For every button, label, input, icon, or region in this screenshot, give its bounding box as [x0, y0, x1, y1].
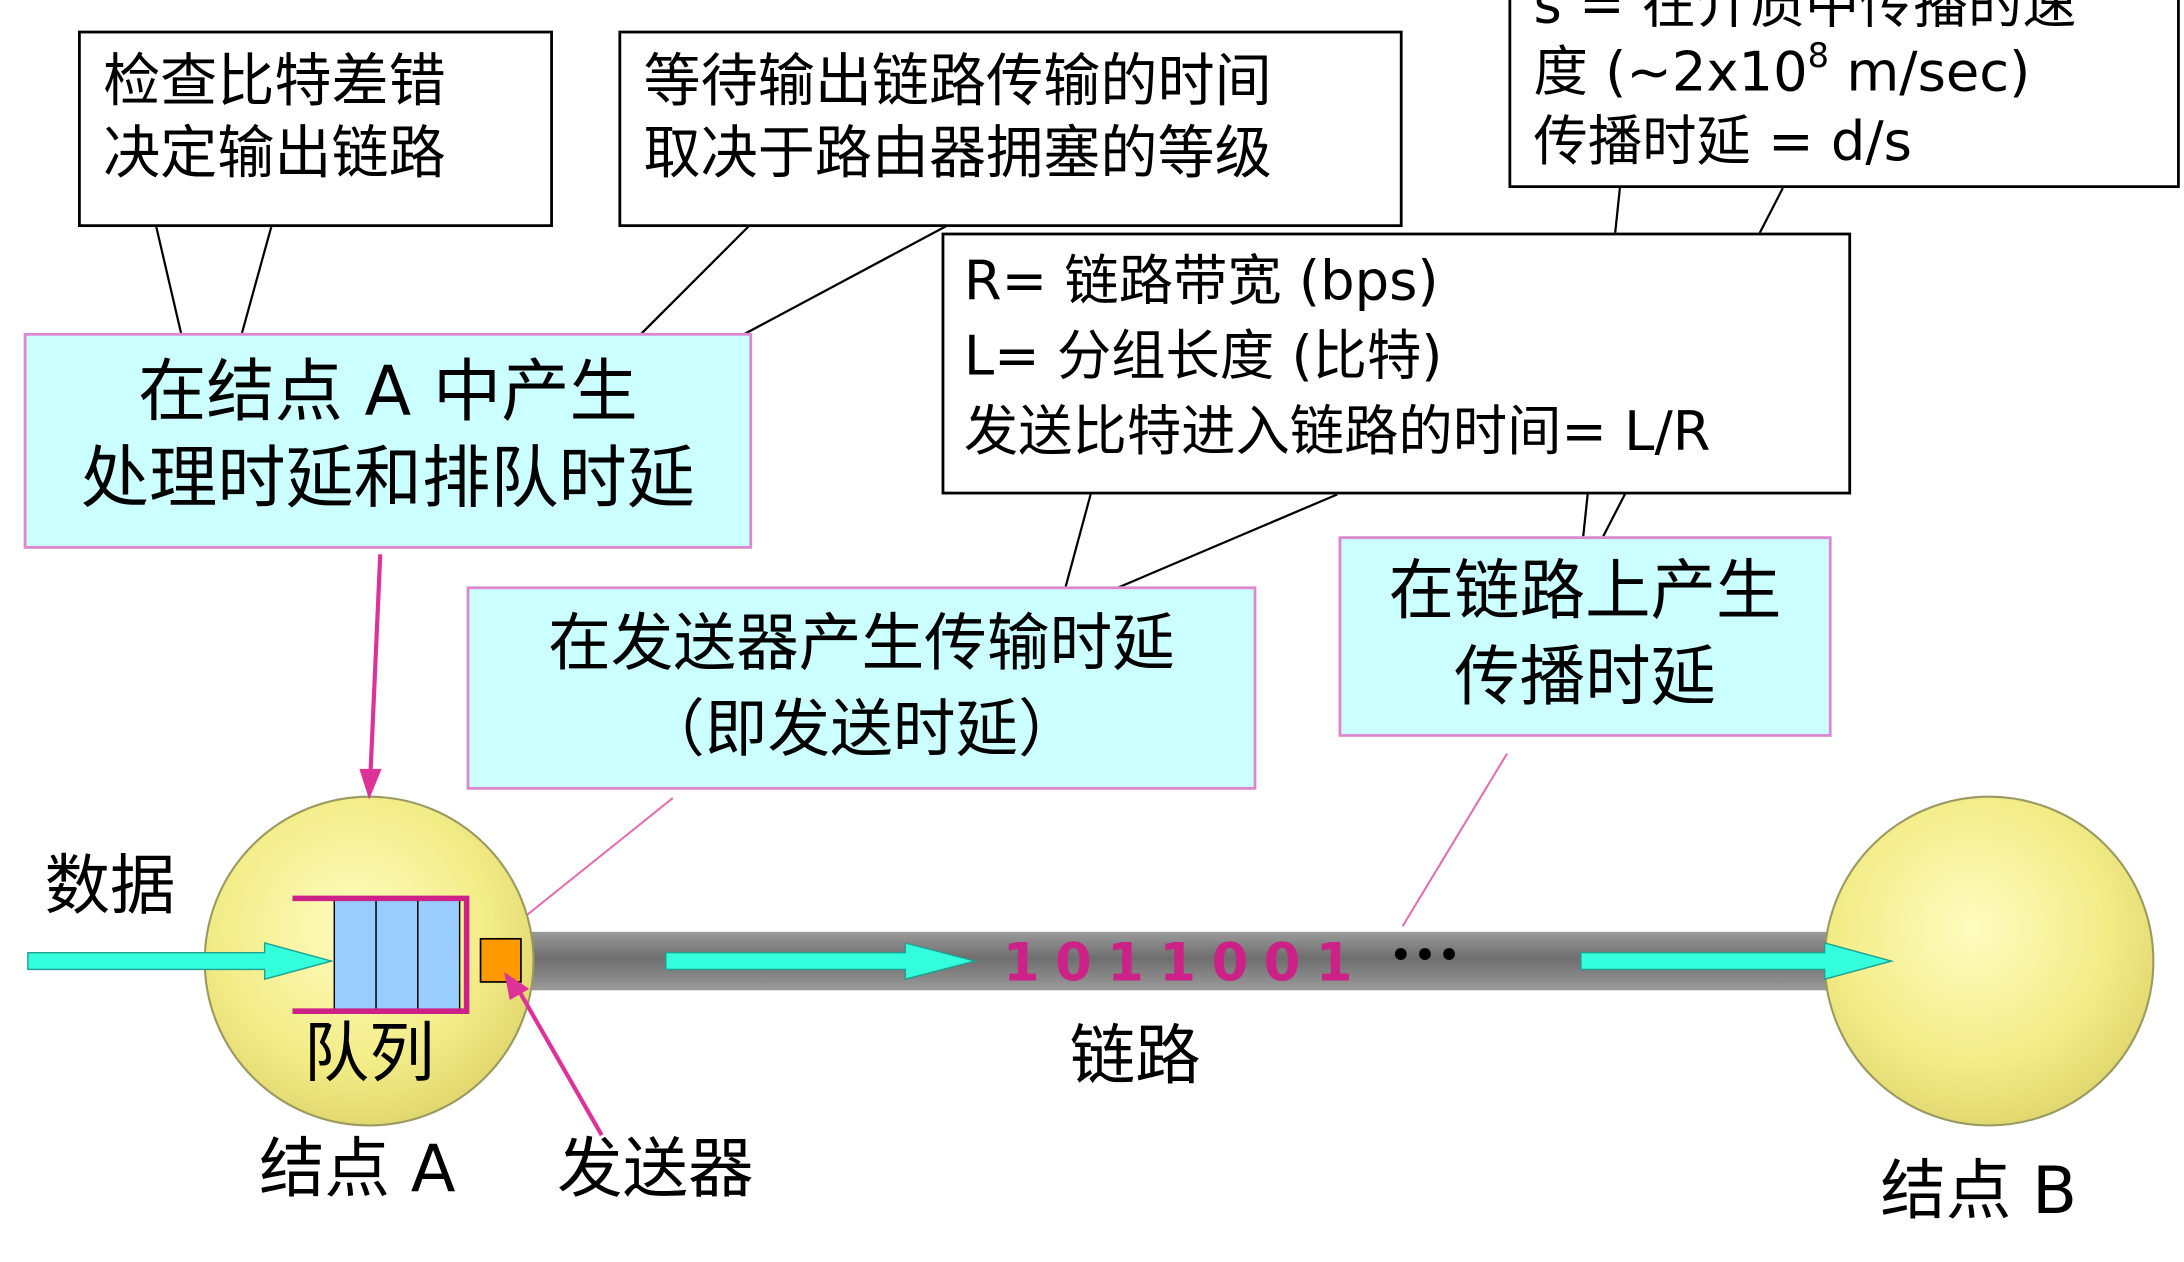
bit-stream-ellipsis: ••• — [1390, 935, 1463, 975]
propagation-callout-line3: 传播时延 = d/s — [1533, 111, 1912, 175]
link-label: 链路 — [1069, 1018, 1201, 1095]
node-a-delay-line2: 处理时延和排队时延 — [80, 438, 696, 519]
propagation-callout: s = 在介质中传播的速 度 (~2x108 m/sec) 传播时延 = d/s — [1508, 0, 2180, 189]
queue-wait-callout: 等待输出链路传输的时间 取决于路由器拥塞的等级 — [618, 30, 1403, 228]
queue-graphic — [292, 895, 470, 1014]
sender-delay-line2: （即发送时延） — [642, 692, 1081, 767]
sender-square — [479, 937, 522, 983]
link-arrow-2 — [1580, 942, 1895, 981]
link-arrow-1 — [665, 942, 978, 981]
node-a-delay-label: 在结点 A 中产生 处理时延和排队时延 — [23, 332, 753, 549]
queue-wait-callout-line1: 等待输出链路传输的时间 — [643, 47, 1272, 115]
check-callout-line1: 检查比特差错 — [103, 47, 446, 115]
node-b-label: 结点 B — [1880, 1153, 2078, 1230]
link-delay-label: 在链路上产生 传播时延 — [1338, 536, 1832, 737]
data-label: 数据 — [44, 848, 176, 925]
link-label-pointer — [1401, 752, 1508, 927]
node-a-label: 结点 A — [259, 1130, 456, 1208]
transmission-callout-line1: R= 链路带宽 (bps) — [963, 250, 1439, 314]
propagation-callout-line1: s = 在介质中传播的速 — [1533, 0, 2077, 37]
sender-label: 发送器 — [557, 1130, 754, 1208]
queue-label: 队列 — [303, 1015, 435, 1092]
magenta-pointers — [359, 554, 604, 1137]
flow-arrows — [27, 942, 1895, 981]
sender-delay-line1: 在发送器产生传输时延 — [548, 605, 1175, 680]
transmission-callout-line2: L= 分组长度 (比特) — [963, 325, 1443, 389]
check-callout-line2: 决定输出链路 — [103, 119, 446, 187]
node-a-delay-line1: 在结点 A 中产生 — [138, 352, 638, 432]
propagation-callout-line2: 度 (~2x108 m/sec) — [1533, 36, 2031, 105]
data-in-arrow — [27, 942, 335, 981]
link-delay-line2: 传播时延 — [1454, 639, 1716, 716]
transmission-callout-line3: 发送比特进入链路的时间= L/R — [963, 401, 1711, 464]
sender-delay-label: 在发送器产生传输时延 （即发送时延） — [466, 586, 1257, 790]
transmission-callout: R= 链路带宽 (bps) L= 分组长度 (比特) 发送比特进入链路的时间= … — [941, 232, 1852, 495]
bit-stream: 1011001 — [1002, 931, 1368, 994]
link-delay-line1: 在链路上产生 — [1388, 552, 1782, 630]
check-callout: 检查比特差错 决定输出链路 — [77, 30, 553, 228]
queue-wait-callout-line2: 取决于路由器拥塞的等级 — [643, 119, 1272, 187]
